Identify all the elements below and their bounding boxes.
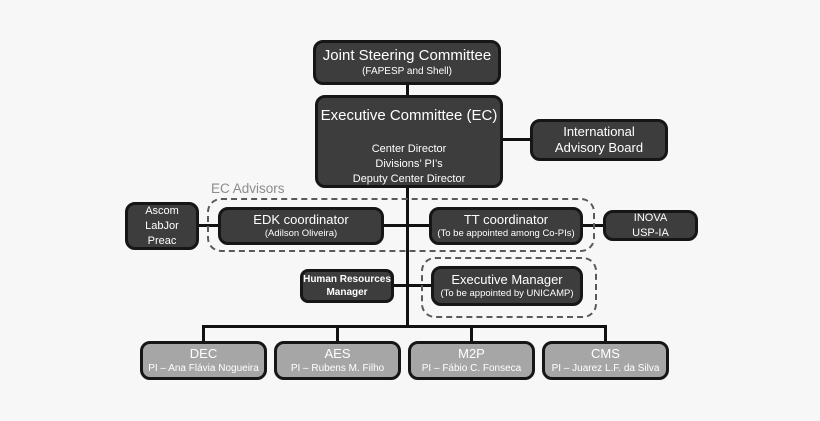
node-subtitle: (To be appointed by UNICAMP) — [440, 288, 574, 299]
node-executive-manager: Executive Manager (To be appointed by UN… — [431, 266, 583, 306]
connector-edk-tt — [382, 224, 431, 227]
connector-ec-advisory-board — [502, 138, 531, 141]
node-line1: Ascom — [145, 204, 179, 217]
division-pi: PI – Rubens M. Filho — [290, 363, 385, 374]
node-inova-usp-ia: INOVA USP-IA — [603, 210, 698, 241]
node-subtitle: (FAPESP and Shell) — [362, 66, 452, 77]
node-ascom-labjor-preac: Ascom LabJor Preac — [125, 202, 199, 250]
node-line2: Manager — [326, 287, 368, 298]
node-international-advisory-board: International Advisory Board — [530, 119, 668, 161]
ec-member-1: Center Director — [371, 143, 447, 155]
connector-stub-cms — [604, 325, 607, 342]
node-line3: Preac — [147, 234, 177, 247]
node-title-line1: International — [563, 124, 635, 139]
node-human-resources-manager: Human Resources Manager — [300, 269, 394, 303]
division-title: DEC — [189, 346, 218, 361]
division-pi: PI – Ana Flávia Nogueira — [148, 363, 259, 374]
connector-ec-trunk — [406, 187, 409, 328]
division-pi: PI – Juarez L.F. da Silva — [551, 363, 660, 374]
node-title: EDK coordinator — [253, 212, 349, 227]
node-subtitle: (Adilson Oliveira) — [264, 228, 338, 239]
node-division-aes: AES PI – Rubens M. Filho — [274, 341, 401, 380]
connector-stub-aes — [336, 325, 339, 342]
node-line2: USP-IA — [632, 226, 669, 239]
node-executive-committee: Executive Committee (EC) Center Director… — [315, 95, 503, 188]
node-title: Joint Steering Committee — [322, 47, 492, 64]
executive-manager-group-frame — [421, 257, 597, 318]
node-title: Executive Manager — [451, 272, 563, 287]
node-line1: Human Resources — [303, 274, 391, 285]
node-subtitle: (To be appointed among Co-PIs) — [437, 228, 575, 239]
ec-member-3: Deputy Center Director — [352, 173, 466, 185]
division-title: CMS — [591, 346, 620, 361]
connector-stub-m2p — [470, 325, 473, 342]
node-tt-coordinator: TT coordinator (To be appointed among Co… — [429, 207, 583, 245]
division-pi: PI – Fábio C. Fonseca — [421, 363, 522, 374]
ec-member-2: Divisions’ PI’s — [375, 158, 443, 170]
node-division-cms: CMS PI – Juarez L.F. da Silva — [542, 341, 669, 380]
node-line1: INOVA — [633, 211, 668, 224]
connector-divisions-bus — [202, 325, 607, 328]
ec-advisors-group-label: EC Advisors — [211, 181, 285, 196]
division-title: M2P — [458, 346, 485, 361]
node-joint-steering-committee: Joint Steering Committee (FAPESP and She… — [313, 40, 501, 85]
node-title: TT coordinator — [463, 212, 549, 227]
ec-advisors-group-frame — [207, 198, 595, 252]
connector-stub-dec — [202, 325, 205, 342]
node-line2: LabJor — [145, 219, 179, 232]
node-title-line2: Advisory Board — [554, 140, 644, 155]
division-title: AES — [324, 346, 351, 361]
node-division-dec: DEC PI – Ana Flávia Nogueira — [140, 341, 267, 380]
connector-hr-execmgr — [392, 284, 433, 287]
node-edk-coordinator: EDK coordinator (Adilson Oliveira) — [218, 207, 384, 245]
node-title: Executive Committee (EC) — [320, 107, 498, 124]
connector-jsc-ec — [406, 85, 409, 96]
node-division-m2p: M2P PI – Fábio C. Fonseca — [408, 341, 535, 380]
